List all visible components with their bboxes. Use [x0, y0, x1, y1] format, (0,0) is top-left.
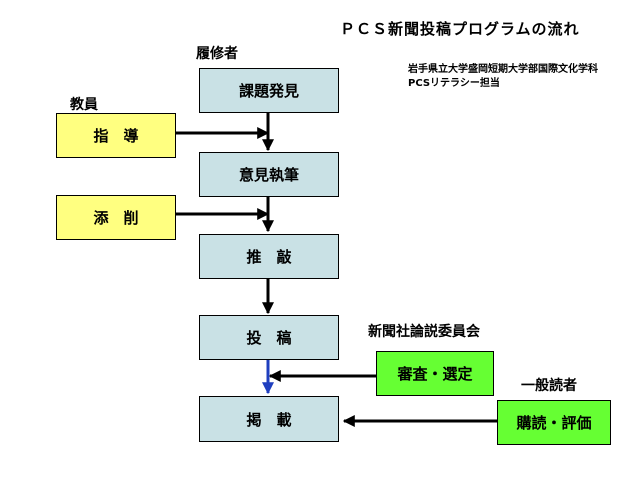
affiliation-line-1: 岩手県立大学盛岡短期大学部国際文化学科	[408, 64, 598, 75]
diagram-title: ＰＣＳ新聞投稿プログラムの流れ	[340, 20, 580, 38]
affiliation-line-2: PCSリテラシー担当	[408, 78, 500, 89]
teacher-label: 教員	[70, 97, 98, 113]
input-subscription-evaluation: 購読・評価	[497, 400, 611, 445]
affiliation: 岩手県立大学盛岡短期大学部国際文化学科 PCSリテラシー担当	[408, 63, 628, 91]
step-submission: 投 稿	[199, 315, 339, 360]
readers-label: 一般読者	[521, 378, 577, 394]
step-issue-discovery: 課題発見	[199, 68, 339, 113]
input-review-selection: 審査・選定	[376, 351, 494, 396]
input-correction: 添 削	[56, 195, 176, 240]
committee-label: 新聞社論説委員会	[368, 324, 480, 340]
student-label: 履修者	[196, 46, 238, 62]
step-opinion-writing: 意見執筆	[199, 152, 339, 197]
step-revision: 推 敲	[199, 234, 339, 279]
step-publication: 掲 載	[199, 396, 339, 442]
input-guidance: 指 導	[56, 113, 176, 158]
